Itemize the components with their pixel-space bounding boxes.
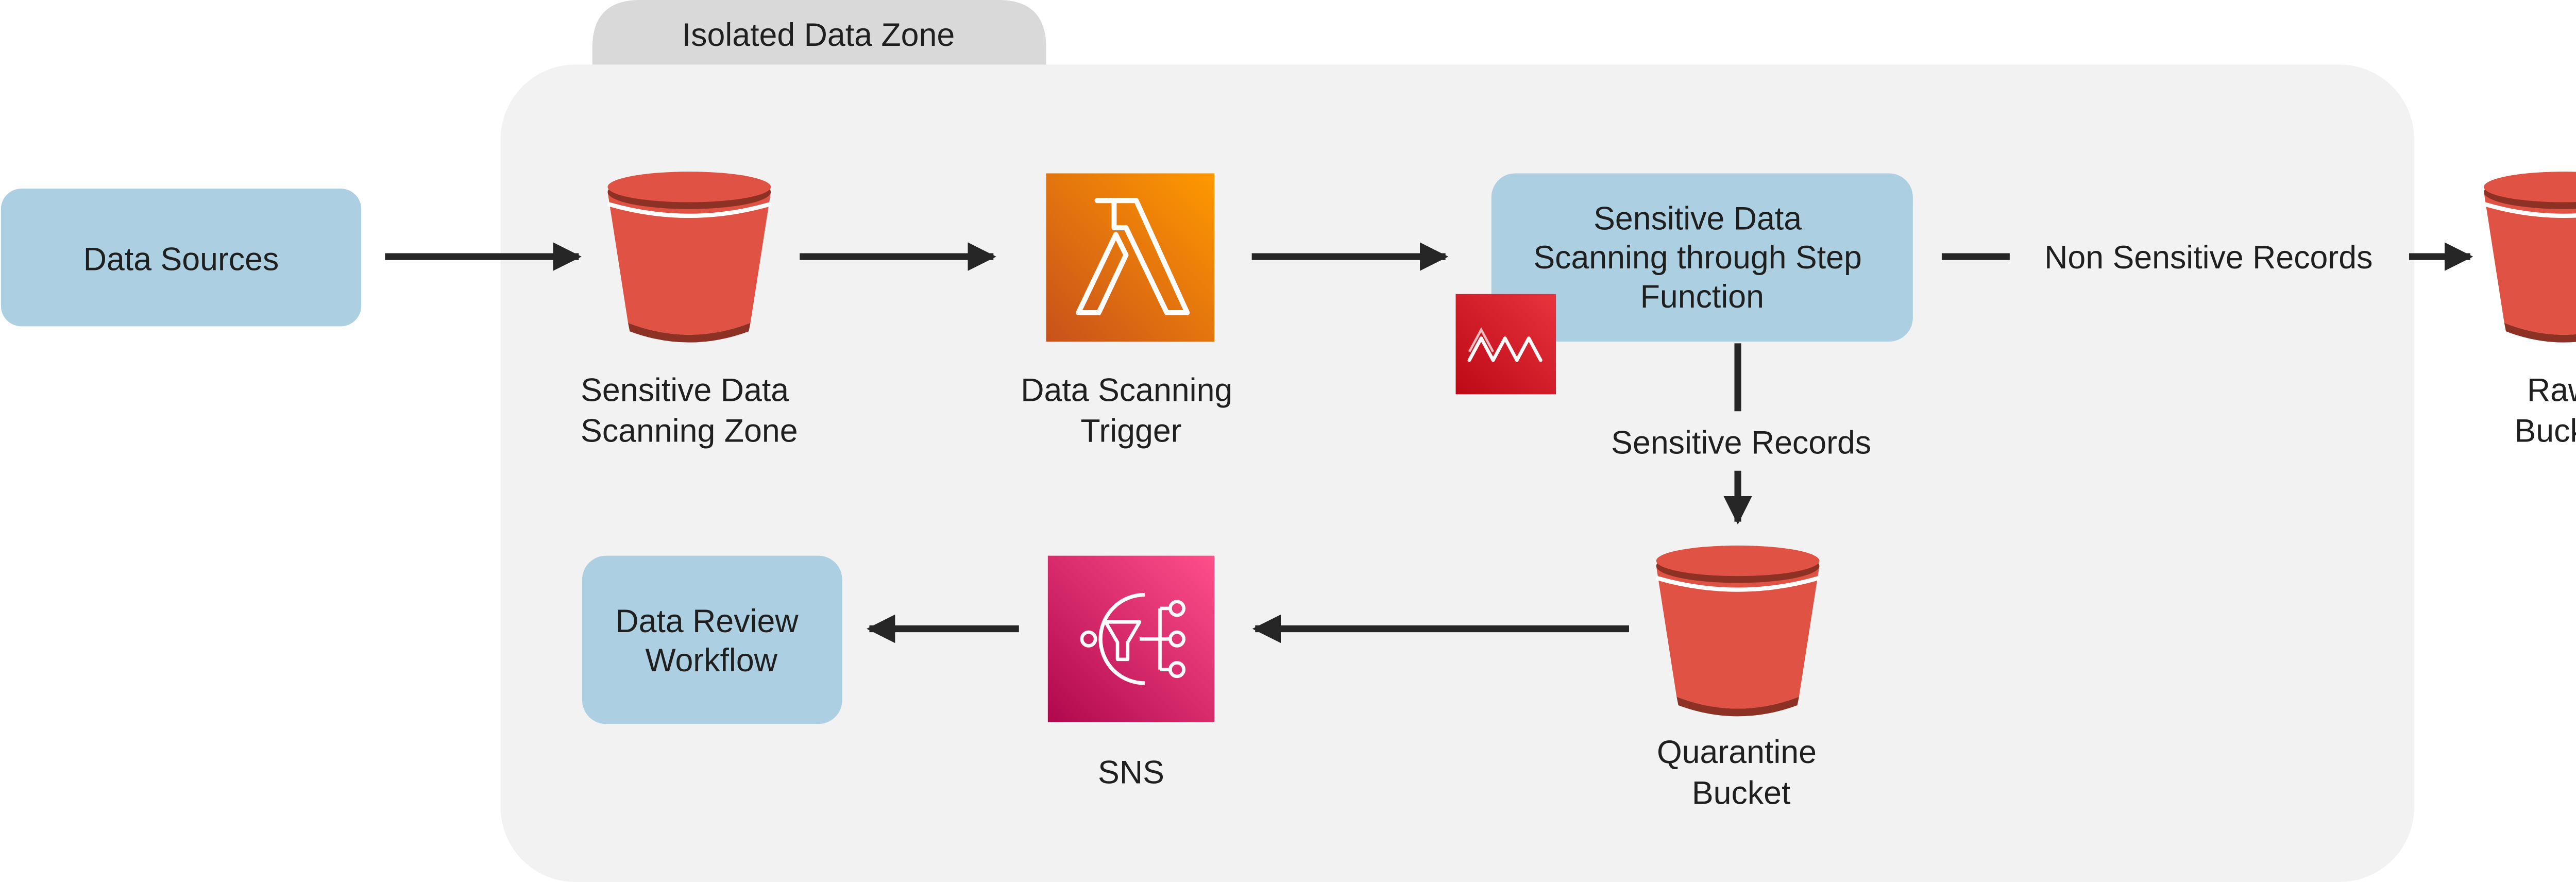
data-review-label: Data Review Workflow bbox=[615, 603, 807, 679]
non-sensitive-records-label: Non Sensitive Records bbox=[2044, 240, 2372, 276]
scanning-trigger-label: Data Scanning Trigger bbox=[1021, 372, 1241, 449]
data-sources-node: Data Sources bbox=[1, 189, 362, 327]
step-function-box bbox=[1491, 173, 1913, 342]
step-functions-icon bbox=[1455, 294, 1556, 395]
zone-tab bbox=[592, 0, 1046, 68]
sensitive-scanning-zone-label-line1: Sensitive Data bbox=[581, 372, 789, 408]
sensitive-records-label: Sensitive Records bbox=[1611, 425, 1871, 461]
quarantine-bucket-node: Quarantine Bucket bbox=[1655, 545, 1825, 811]
step-function-label-line3: Function bbox=[1640, 279, 1764, 315]
step-function-node: Sensitive Data Scanning through Step Fun… bbox=[1455, 173, 1913, 395]
data-review-label-line2: Workflow bbox=[645, 642, 777, 679]
raw-bucket-node: Raw Bucket bbox=[2483, 172, 2576, 449]
sns-label: SNS bbox=[1098, 755, 1164, 791]
data-review-node: Data Review Workflow bbox=[582, 555, 842, 724]
zone-panel bbox=[500, 64, 2414, 882]
scanning-trigger-node: Data Scanning Trigger bbox=[1021, 173, 1241, 449]
sensitive-scanning-zone-node: Sensitive Data Scanning Zone bbox=[581, 172, 798, 449]
s3-bucket-icon bbox=[607, 172, 772, 343]
raw-bucket-label-line1: Raw bbox=[2527, 372, 2576, 408]
quarantine-bucket-label-line1: Quarantine bbox=[1657, 734, 1817, 770]
sensitive-scanning-zone-label-line2: Scanning Zone bbox=[581, 413, 798, 449]
raw-bucket-label: Raw Bucket bbox=[2514, 372, 2576, 449]
sensitive-scanning-zone-label: Sensitive Data Scanning Zone bbox=[581, 372, 798, 449]
data-review-box bbox=[582, 555, 842, 724]
step-function-label: Sensitive Data Scanning through Step Fun… bbox=[1533, 200, 1871, 315]
zone-title: Isolated Data Zone bbox=[682, 17, 955, 53]
scanning-trigger-label-line1: Data Scanning bbox=[1021, 372, 1232, 408]
data-sources-box bbox=[1, 189, 362, 327]
step-function-label-line2: Scanning through Step bbox=[1533, 240, 1861, 276]
step-function-label-line1: Sensitive Data bbox=[1594, 200, 1802, 236]
s3-bucket-icon bbox=[1655, 545, 1820, 717]
quarantine-bucket-label-line2: Bucket bbox=[1692, 775, 1791, 811]
lambda-icon bbox=[1046, 173, 1215, 342]
sns-node: SNS bbox=[1047, 555, 1215, 791]
scanning-trigger-label-line2: Trigger bbox=[1080, 413, 1181, 449]
flow-arrows bbox=[385, 242, 2473, 643]
data-sources-label: Data Sources bbox=[83, 241, 279, 277]
raw-bucket-label-line2: Bucket bbox=[2514, 413, 2576, 449]
s3-bucket-icon bbox=[2483, 172, 2576, 343]
sns-icon bbox=[1047, 555, 1215, 722]
quarantine-bucket-label: Quarantine Bucket bbox=[1657, 734, 1825, 811]
data-review-label-line1: Data Review bbox=[615, 603, 799, 639]
